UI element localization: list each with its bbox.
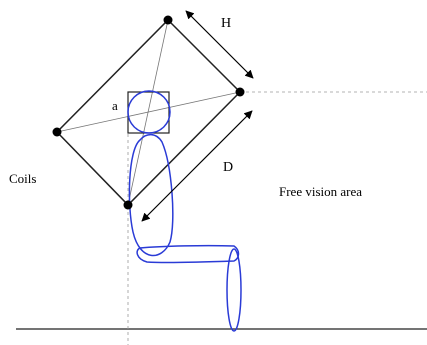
torso-outline <box>128 133 174 257</box>
height-dimension-arrow <box>185 10 254 79</box>
height-label: H <box>221 16 231 31</box>
free-vision-area-label: Free vision area <box>279 184 362 199</box>
distance-label: D <box>223 160 233 175</box>
coil-diagonal-horizontal <box>56 91 241 133</box>
coils-label: Coils <box>9 171 36 186</box>
coil-frame <box>55 18 242 207</box>
lower-leg-outline <box>226 248 242 332</box>
coil-corner-right <box>235 87 245 97</box>
distance-dimension-arrow <box>141 110 253 222</box>
thigh-outline <box>136 244 240 264</box>
coil-corner-top <box>163 15 173 25</box>
coil-corner-left <box>52 127 62 137</box>
coil-corner-bottom <box>123 200 133 210</box>
side-label: a <box>112 98 118 113</box>
